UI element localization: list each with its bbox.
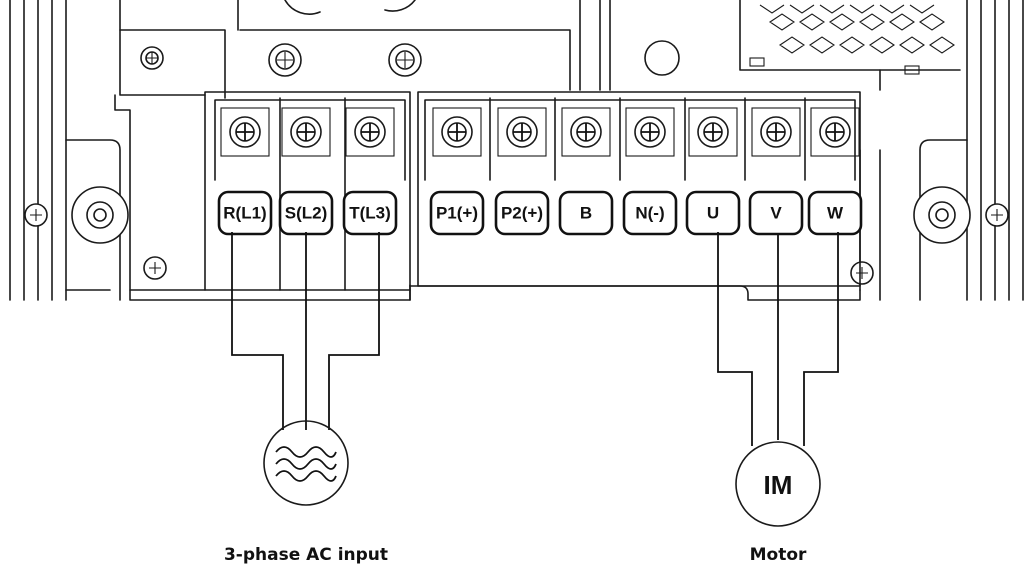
terminal-screw-w — [810, 107, 860, 157]
terminal-label-p1: P1(+) — [436, 204, 478, 223]
terminal-u: U — [685, 190, 741, 236]
vent-grille — [749, 4, 955, 75]
wire-w — [803, 232, 839, 446]
terminal-label-n: N(-) — [635, 204, 664, 223]
terminal-n: N(-) — [622, 190, 678, 236]
terminal-p2: P2(+) — [494, 190, 550, 236]
motor-symbol-label: IM — [764, 470, 793, 500]
housing-outline — [9, 0, 1024, 301]
terminal-screw-v — [751, 107, 801, 157]
motor-caption: Motor — [750, 545, 807, 565]
terminal-screws — [220, 107, 860, 157]
terminal-screw-s-l2 — [281, 107, 331, 157]
terminal-v: V — [748, 190, 804, 236]
terminal-label-u: U — [707, 204, 719, 223]
terminal-label-t-l3: T(L3) — [349, 204, 391, 223]
terminal-t-l3: T(L3) — [342, 190, 398, 236]
terminal-screw-b — [561, 107, 611, 157]
terminal-label-s-l2: S(L2) — [285, 204, 328, 223]
terminal-w: W — [807, 190, 863, 236]
ac-source-symbol — [263, 420, 349, 506]
terminal-screw-r-l1 — [220, 107, 270, 157]
terminal-block-main — [417, 91, 861, 287]
terminal-screw-u — [688, 107, 738, 157]
terminal-screw-n — [625, 107, 675, 157]
terminal-screw-p2 — [497, 107, 547, 157]
terminal-labels: R(L1) S(L2) T(L3) P1(+) P2(+) B N(-) U V W — [217, 190, 863, 236]
terminal-block-input — [204, 91, 411, 291]
terminal-label-b: B — [580, 204, 592, 223]
ac-input-caption: 3-phase AC input — [224, 545, 388, 565]
ac-wave-icon — [275, 446, 337, 482]
wire-u — [717, 232, 753, 446]
terminal-b: B — [558, 190, 614, 236]
terminal-s-l2: S(L2) — [278, 190, 334, 236]
terminal-label-w: W — [827, 204, 844, 223]
wiring — [231, 232, 839, 446]
terminal-label-p2: P2(+) — [501, 204, 543, 223]
mounting-screws — [24, 40, 1009, 285]
motor-symbol: IM — [735, 441, 821, 527]
wire-t — [328, 232, 380, 430]
wire-r — [231, 232, 284, 430]
terminal-p1: P1(+) — [429, 190, 485, 236]
terminal-r-l1: R(L1) — [217, 190, 273, 236]
terminal-screw-p1 — [432, 107, 482, 157]
terminal-label-r-l1: R(L1) — [223, 204, 266, 223]
terminal-screw-t-l3 — [345, 107, 395, 157]
terminal-label-v: V — [770, 204, 782, 223]
